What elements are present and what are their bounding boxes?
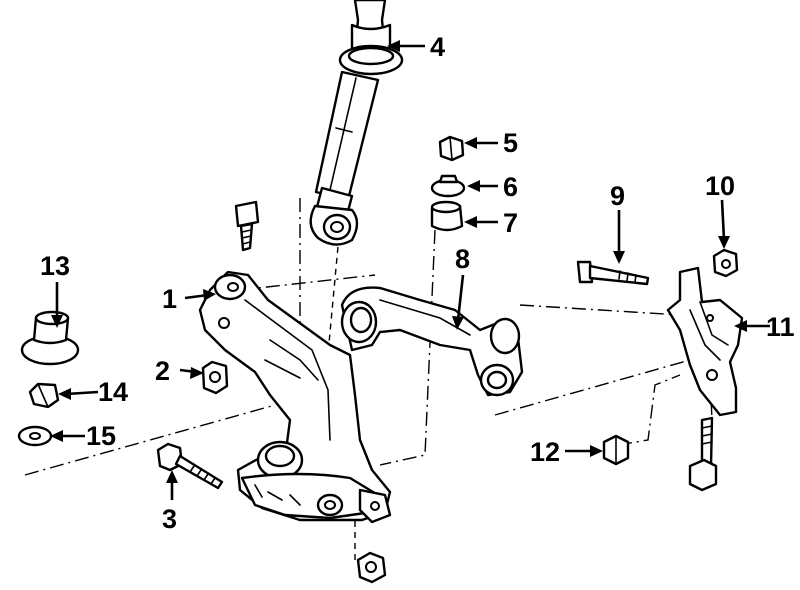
callout-label-15: 15: [86, 421, 116, 451]
callout-label-6: 6: [503, 172, 518, 202]
callout-label-12: 12: [530, 437, 560, 467]
bolt-9: [576, 260, 650, 286]
shock-absorber: [309, 0, 404, 246]
bolt-lower-bracket: [688, 416, 718, 492]
callout-label-1: 1: [162, 284, 177, 314]
callout-label-3: 3: [162, 504, 177, 534]
nut-bottom: [356, 551, 387, 584]
bolt-3: [156, 442, 224, 490]
callout-pointers: [50, 40, 770, 500]
cap-13: [20, 310, 80, 366]
callout-label-4: 4: [430, 32, 445, 62]
callout-label-13: 13: [40, 251, 70, 281]
nut-12: [602, 434, 630, 466]
callout-label-5: 5: [503, 128, 518, 158]
lower-control-arm: [198, 270, 392, 524]
callout-label-14: 14: [98, 377, 128, 407]
bushing-stack: [430, 135, 466, 232]
nut-14: [28, 382, 60, 409]
bracket-11: [666, 266, 744, 417]
nut-10: [712, 248, 739, 278]
callout-label-10: 10: [705, 171, 735, 201]
callout-label-11: 11: [766, 312, 795, 342]
callout-labels: 1 2 3 4 5 6 7 8 9 10 11 12 13 14 15: [40, 32, 795, 534]
washer-15: [17, 425, 53, 447]
callout-label-8: 8: [455, 244, 470, 274]
callout-label-2: 2: [155, 356, 170, 386]
callout-label-7: 7: [503, 208, 518, 238]
upper-link-arm: [340, 286, 524, 397]
callout-label-9: 9: [610, 181, 625, 211]
upper-mount-bolt: [234, 200, 260, 252]
bushing-2: [201, 360, 229, 395]
